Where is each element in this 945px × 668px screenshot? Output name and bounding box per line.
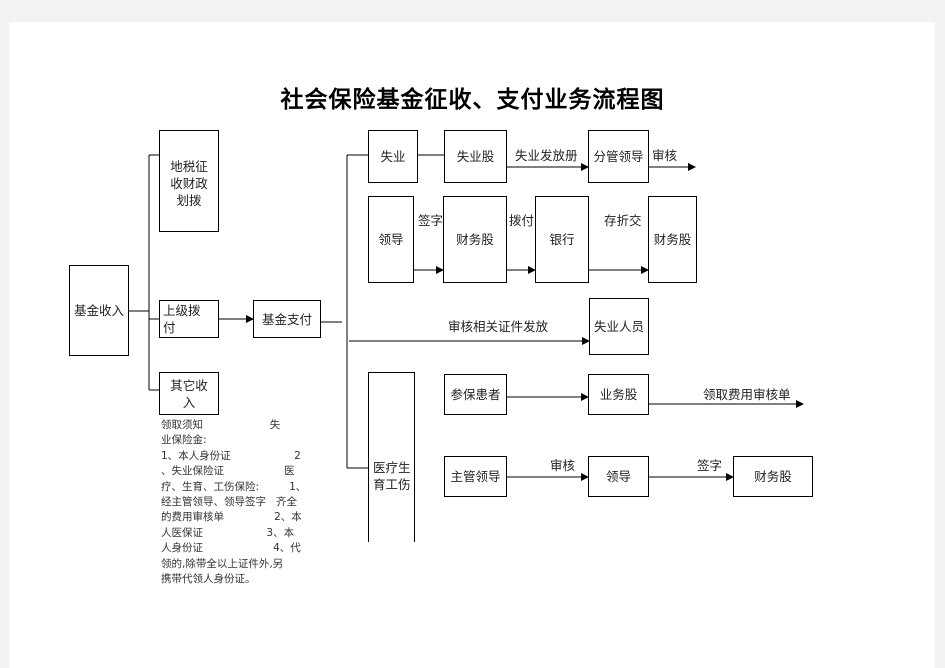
finance-box-3: 财务股	[733, 456, 813, 497]
payment-bracket	[321, 154, 368, 469]
chief-leader-box: 主管领导	[444, 456, 507, 497]
business-unit-box: 业务股	[588, 374, 649, 415]
leader-box: 领导	[368, 196, 414, 283]
unemployed-box: 失业人员	[589, 298, 649, 355]
branch-leader-box: 分管领导	[588, 130, 649, 183]
fund-payment-box: 基金支付	[253, 300, 321, 338]
notes-line: 的费用审核单 2、本	[161, 511, 302, 524]
unemp-unit-label: 失业股	[456, 149, 495, 164]
upper-alloc-line-1: 上级拨	[163, 303, 201, 318]
label-review-certs: 审核相关证件发放	[448, 319, 549, 334]
notes-line: 、失业保险证 医	[161, 465, 295, 478]
insured-box: 参保患者	[444, 374, 507, 415]
finance-1-label: 财务股	[456, 232, 494, 247]
tax-collect-line-2: 收财政	[170, 176, 208, 191]
unemployment-box: 失业	[368, 130, 418, 183]
finance-3-label: 财务股	[754, 469, 792, 484]
medical-line-2: 育工伤	[373, 477, 411, 492]
pickup-notes: 领取须知 失 业保险金: 1、本人身份证 2 、失业保险证 医 疗、生育、工伤保…	[161, 418, 321, 587]
document-page	[9, 22, 935, 668]
other-income-box: 其它收 入	[159, 372, 219, 415]
notes-line: 人医保证 3、本	[161, 526, 295, 539]
bank-label: 银行	[549, 232, 575, 247]
unemployed-label: 失业人员	[593, 319, 644, 334]
notes-line: 1、本人身份证 2	[161, 449, 301, 462]
page-title: 社会保险基金征收、支付业务流程图	[280, 86, 665, 113]
insured-label: 参保患者	[450, 387, 501, 402]
upper-alloc-box: 上级拨 付	[159, 300, 219, 338]
label-allocate: 拨付	[509, 213, 535, 228]
other-income-line-2: 入	[182, 395, 196, 410]
fund-payment-label: 基金支付	[261, 311, 312, 327]
notes-line: 业保险金:	[161, 434, 207, 447]
notes-line: 领取须知 失	[161, 419, 281, 431]
notes-line: 领的,除带全以上证件外,另	[161, 557, 284, 570]
other-income-line-1: 其它收	[170, 378, 208, 393]
finance-box-1: 财务股	[443, 196, 507, 283]
label-review-2: 审核	[550, 458, 576, 473]
tax-collect-line-3: 划拨	[176, 193, 202, 208]
notes-line: 携带代领人身份证。	[161, 572, 256, 585]
label-review-1: 审核	[652, 148, 678, 163]
unemployment-label: 失业	[380, 149, 406, 164]
unemp-unit-box: 失业股	[444, 130, 507, 183]
label-sign-1: 签字	[418, 213, 444, 228]
finance-2-label: 财务股	[653, 232, 692, 247]
notes-line: 人身份证 4、代	[161, 542, 301, 555]
leader-2-label: 领导	[605, 469, 631, 484]
finance-box-2: 财务股	[648, 196, 697, 283]
bank-box: 银行	[535, 196, 589, 283]
leader-2-box: 领导	[588, 456, 649, 497]
notes-line: 疗、生育、工伤保险: 1、	[161, 480, 307, 493]
income-bracket	[129, 154, 159, 391]
chief-leader-label: 主管领导	[450, 469, 501, 484]
branch-leader-label: 分管领导	[593, 149, 644, 164]
label-deposit: 存折交	[604, 213, 642, 228]
business-unit-label: 业务股	[599, 387, 638, 402]
fund-income-box: 基金收入	[69, 265, 129, 356]
tax-collect-line-1: 地税征	[170, 159, 208, 174]
medical-line-1: 医疗生	[373, 460, 411, 475]
medical-box: 医疗生 育工伤	[368, 372, 415, 542]
fund-income-label: 基金收入	[73, 303, 124, 318]
leader-label: 领导	[378, 232, 404, 247]
notes-line: 经主管领导、领导签字 齐全	[161, 495, 298, 508]
upper-alloc-line-2: 付	[163, 320, 176, 335]
label-sign-2: 签字	[697, 458, 723, 473]
tax-collect-box: 地税征 收财政 划拨	[159, 130, 219, 232]
label-unemp-issue: 失业发放册	[515, 148, 578, 163]
label-fee-form: 领取费用审核单	[703, 387, 791, 402]
